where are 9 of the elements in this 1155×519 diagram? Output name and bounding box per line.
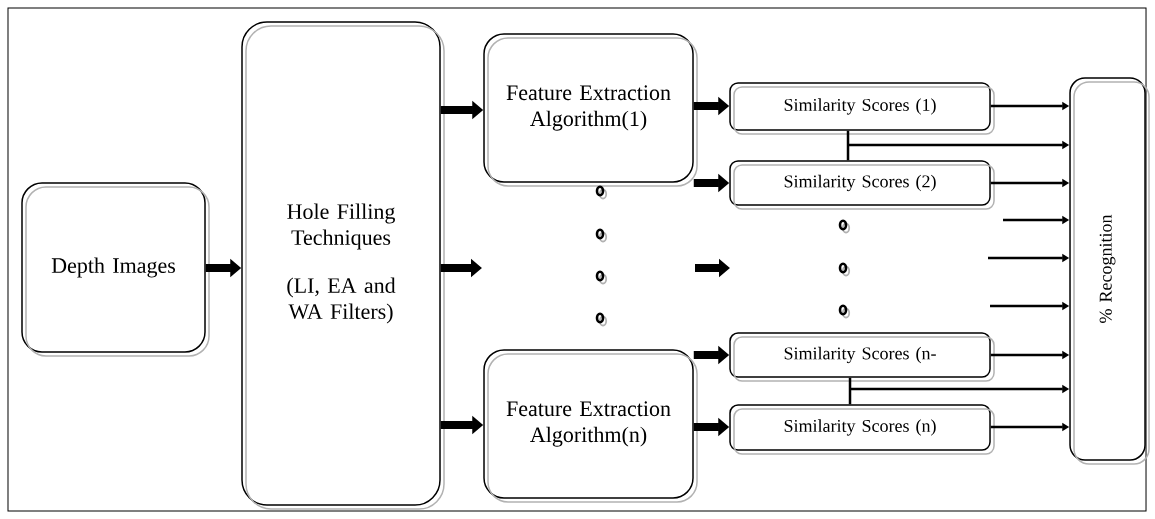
score-box: Similarity Scores (n- bbox=[729, 332, 995, 382]
score-box: Similarity Scores (n) bbox=[729, 404, 995, 455]
process-box: Feature Extraction Algorithm(n) bbox=[483, 349, 698, 503]
input-box: Depth Images bbox=[21, 182, 210, 357]
process-box: Feature Extraction Algorithm(1) bbox=[483, 33, 698, 187]
output-box: % Recognition bbox=[1069, 77, 1150, 465]
score-box: Similarity Scores (1) bbox=[729, 82, 995, 135]
score-box: Similarity Scores (2) bbox=[729, 160, 995, 210]
process-box: Hole Filling Techniques (LI, EA and WA Filters) bbox=[241, 21, 445, 510]
